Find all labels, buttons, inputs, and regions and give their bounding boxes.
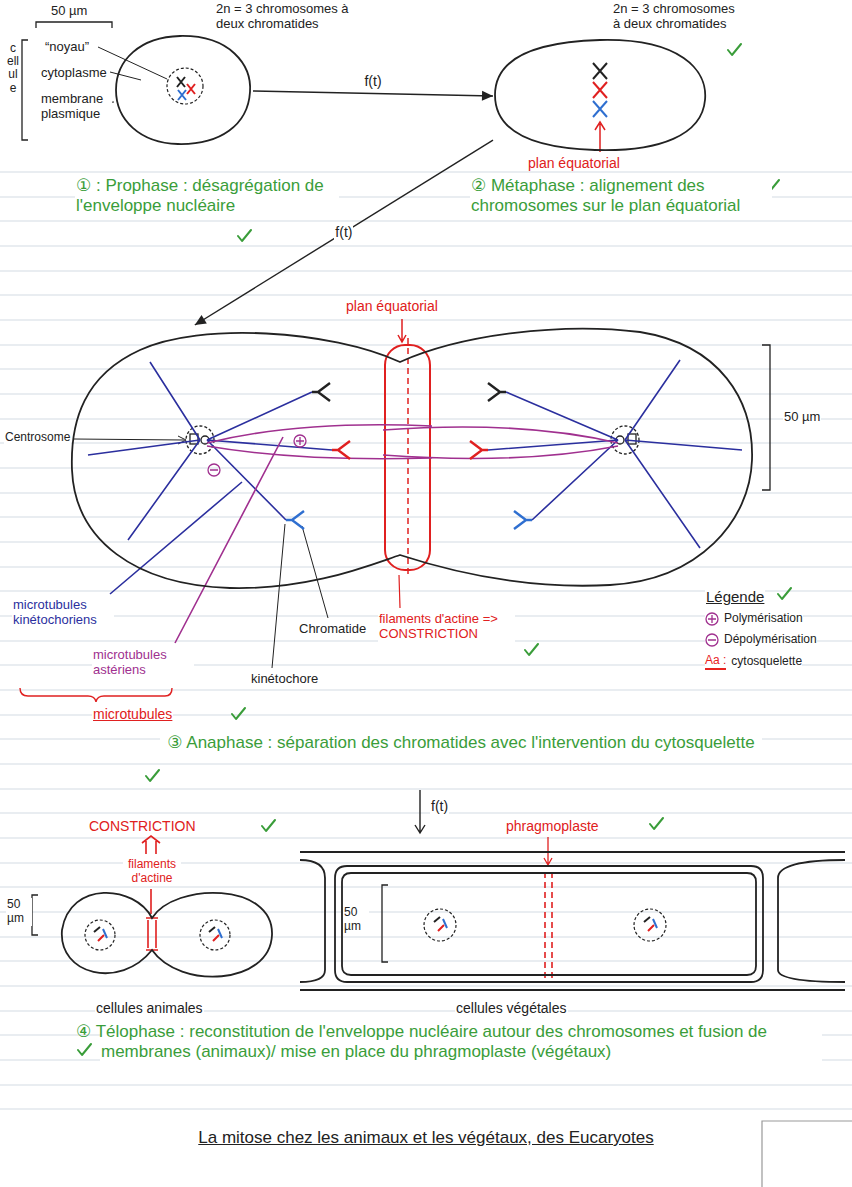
chromatid-black bbox=[312, 383, 506, 401]
legend-row: Aa : cytosquelette bbox=[705, 654, 802, 670]
centriole bbox=[628, 434, 636, 444]
depolymerisation-symbol bbox=[208, 464, 220, 476]
cell-outline: plan équatorial bbox=[58, 325, 756, 593]
cell-heading: cellules animales bbox=[95, 1000, 204, 1016]
cell-membrane bbox=[298, 846, 848, 988]
cell-membrane bbox=[58, 325, 756, 593]
annotation: phragmoplaste bbox=[505, 818, 600, 834]
chromatid-blue bbox=[286, 511, 532, 529]
annotation: microtubules astériens bbox=[92, 648, 194, 678]
legend-row: Polymérisation bbox=[705, 612, 803, 626]
annotation: ④ Télophase : reconstitution de l'envelo… bbox=[100, 1022, 822, 1061]
daughter-nuclei bbox=[85, 909, 666, 950]
phragmoplast bbox=[545, 872, 552, 978]
actin-filaments bbox=[142, 836, 160, 950]
corner-box bbox=[762, 1121, 852, 1187]
annotation: microtubules bbox=[92, 706, 173, 722]
annotation: 50 µm bbox=[343, 906, 369, 934]
connector-line bbox=[195, 140, 493, 325]
annotation: 50 µm bbox=[50, 4, 88, 19]
edge-label: f(t) bbox=[334, 224, 353, 240]
scale-bars bbox=[22, 22, 770, 962]
annotation: ① : Prophase : désagrégation de l'envelo… bbox=[75, 176, 339, 215]
annotation: Légende bbox=[705, 588, 765, 605]
legend-swatch: Aa : bbox=[705, 654, 726, 670]
chromatid-red bbox=[332, 441, 488, 459]
ruled-lines bbox=[0, 172, 852, 1109]
annotation: membrane plasmique bbox=[40, 92, 112, 122]
cell-membrane-line bbox=[116, 36, 250, 144]
legend-symbol bbox=[705, 612, 719, 626]
annotation: CONSTRICTION bbox=[88, 818, 197, 834]
cell-outline: cellules animales bbox=[58, 880, 278, 992]
cell-membrane bbox=[493, 38, 708, 154]
cell-outline: 2n = 3 chromosomes à deux chromatides bbox=[113, 33, 253, 149]
annotation: cytoplasme bbox=[40, 66, 108, 81]
annotation: ② Métaphase : alignement des chromosomes… bbox=[470, 176, 772, 215]
actin-leader bbox=[399, 575, 400, 608]
time-arrow bbox=[415, 790, 425, 833]
connector-line bbox=[253, 91, 493, 96]
phragmoplast-leader bbox=[544, 837, 552, 865]
annotation: Centrosome bbox=[4, 431, 71, 445]
cell-heading: cellules végétales bbox=[455, 1000, 568, 1016]
legend-text: Polymérisation bbox=[724, 612, 803, 626]
cell-membrane-line bbox=[72, 329, 752, 588]
connector bbox=[253, 91, 493, 101]
annotation: filaments d'actine => CONSTRICTION bbox=[378, 612, 515, 642]
legend-symbol-line bbox=[706, 613, 718, 625]
legend-symbol bbox=[705, 633, 719, 647]
cell-outline: 2n = 3 chromosomes à deux chromatides bbox=[493, 38, 708, 154]
astral-microtubules bbox=[175, 425, 618, 643]
annotation: kinétochore bbox=[250, 672, 319, 687]
annotation: f(t) bbox=[430, 798, 449, 814]
annotation: filaments d'actine bbox=[123, 858, 181, 886]
legend-symbol-line bbox=[706, 634, 718, 646]
cell-heading: 2n = 3 chromosomes à deux chromatides bbox=[612, 2, 746, 32]
caption: La mitose chez les animaux et les végéta… bbox=[0, 1128, 852, 1148]
legend-text: Dépolymérisation bbox=[724, 633, 817, 647]
annotation: 50 µm bbox=[6, 898, 32, 926]
cell-membrane-line bbox=[300, 852, 845, 990]
chromosome-black bbox=[177, 63, 607, 87]
leader-lines bbox=[74, 47, 328, 668]
chromosome-red bbox=[98, 925, 654, 941]
cell-heading: plan équatorial bbox=[345, 298, 439, 314]
annotation: ③ Anaphase : séparation des chromatides … bbox=[160, 733, 762, 753]
nucleus bbox=[85, 920, 115, 950]
chromosome-black bbox=[94, 917, 650, 932]
nucleus bbox=[200, 920, 230, 950]
annotation: microtubules kinétochoriens bbox=[12, 598, 114, 628]
cell-membrane bbox=[58, 880, 278, 992]
cell-membrane bbox=[113, 33, 253, 149]
annotation: 50 µm bbox=[783, 410, 821, 425]
arrowhead bbox=[195, 315, 207, 325]
cell-membrane-line bbox=[495, 40, 705, 150]
annotation: cellule bbox=[6, 42, 20, 95]
cell-outline: cellules végétales bbox=[298, 846, 848, 988]
microtubules-bracket bbox=[20, 688, 172, 702]
legend-sample-text: Aa : bbox=[705, 653, 726, 667]
annotation: Chromatide bbox=[298, 622, 367, 637]
centrosomes bbox=[186, 426, 639, 454]
connector bbox=[195, 140, 493, 325]
legend-text: cytosquelette bbox=[731, 655, 802, 669]
arrowhead bbox=[482, 91, 493, 101]
polymerisation-symbol bbox=[294, 435, 306, 447]
cell-heading: 2n = 3 chromosomes à deux chromatides bbox=[215, 2, 359, 32]
nucleus bbox=[634, 909, 666, 941]
legend-row: Dépolymérisation bbox=[705, 633, 817, 647]
annotation: “noyau” bbox=[44, 40, 90, 55]
chromosome-blue bbox=[103, 919, 657, 938]
nucleus bbox=[424, 909, 456, 941]
edge-label: f(t) bbox=[363, 73, 382, 89]
cell-membrane-line bbox=[62, 893, 272, 977]
chromosome-blue bbox=[178, 90, 607, 117]
annotation: plan équatorial bbox=[527, 155, 621, 171]
